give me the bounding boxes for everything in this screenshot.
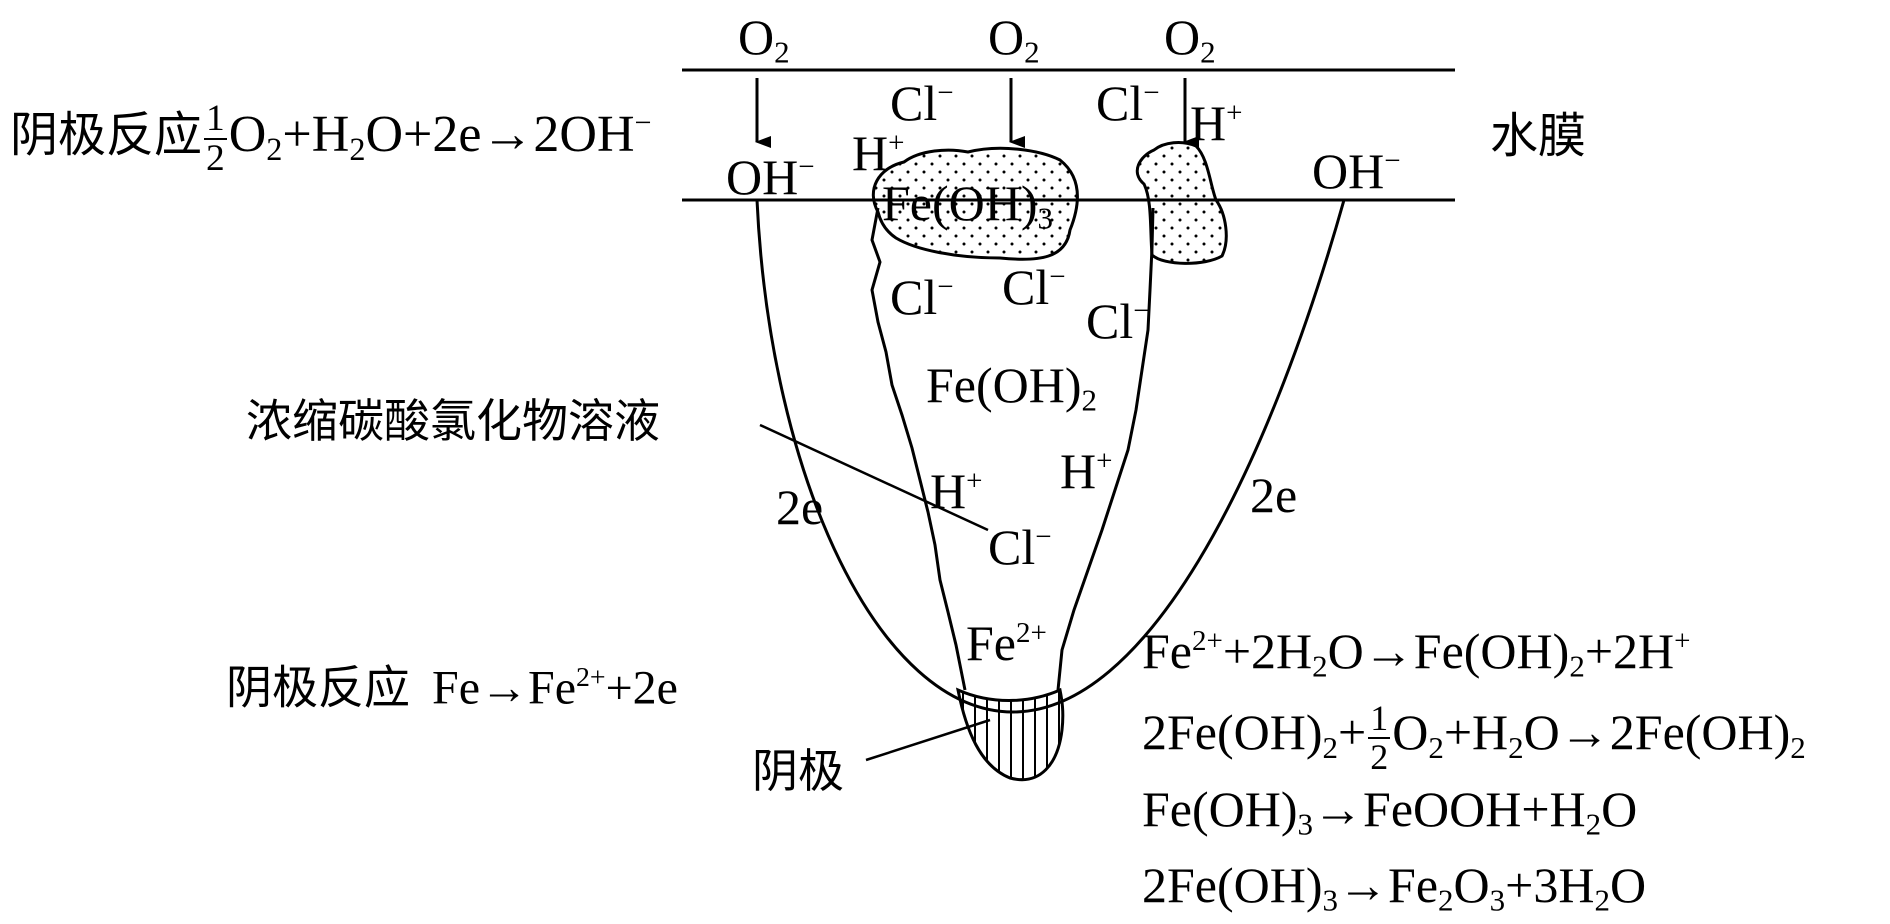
electron-label-right: 2e	[1250, 467, 1298, 523]
pit-inner-boundary	[870, 207, 1155, 691]
h-ion-film-right: H+	[1190, 95, 1243, 151]
electrode-label: 阴极	[752, 744, 844, 798]
oh-ion-right: OH−	[1312, 143, 1401, 199]
anode-hatched-base	[955, 687, 1065, 782]
equation-1: Fe2++2H2O→Fe(OH)2+2H+	[1142, 623, 1691, 684]
cl-ion-film-right: Cl−	[1096, 75, 1160, 131]
cl-ion-solution: Cl−	[988, 519, 1052, 575]
o2-label-left: O2	[738, 9, 790, 70]
cl-ion-pit-3: Cl−	[1086, 293, 1150, 349]
equation-3: Fe(OH)3→FeOOH+H2O	[1142, 781, 1638, 842]
fe-oh2-label: Fe(OH)2	[926, 357, 1098, 418]
solution-label: 浓缩碳酸氯化物溶液	[246, 394, 660, 448]
h-ion-pit-right: H+	[1060, 443, 1113, 499]
solution-leader-line	[759, 423, 989, 532]
electrode-leader-line	[865, 718, 991, 762]
cl-ion-pit-1: Cl−	[890, 269, 954, 325]
oh-ion-left: OH−	[726, 149, 815, 205]
equation-4: 2Fe(OH)3→Fe2O3+3H2O	[1142, 857, 1647, 918]
fe2-ion-label: Fe2+	[966, 615, 1047, 671]
fe-oh3-deposit-right	[1135, 141, 1228, 265]
electron-label-left: 2e	[776, 479, 824, 535]
fe-oh3-deposit-main	[871, 146, 1079, 261]
cl-ion-film-left: Cl−	[890, 75, 954, 131]
o2-label-right: O2	[1164, 9, 1216, 70]
o2-label-middle: O2	[988, 9, 1040, 70]
water-film-label: 水膜	[1490, 108, 1587, 164]
cl-ion-pit-2: Cl−	[1002, 259, 1066, 315]
fe-oh3-label: Fe(OH)3	[882, 175, 1054, 236]
h-ion-pit-left: H+	[930, 463, 983, 519]
h-ion-film-left: H+	[852, 125, 905, 181]
